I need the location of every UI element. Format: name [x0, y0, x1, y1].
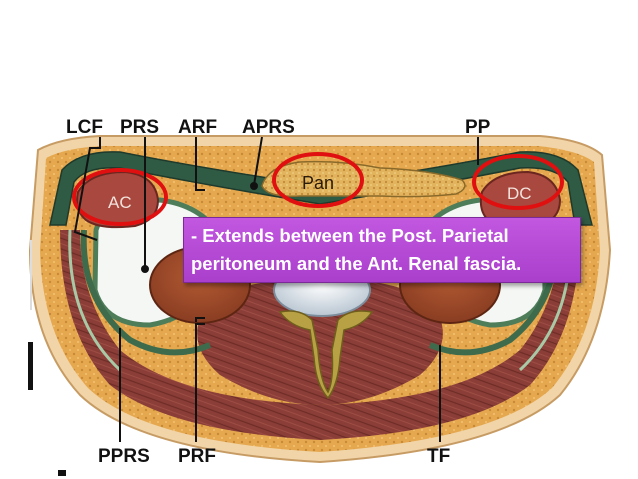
- inner-fascia-line: [68, 229, 122, 372]
- arf-leader: [195, 137, 205, 191]
- pancreas-label: Pan: [302, 173, 334, 193]
- label-prs: PRS: [120, 117, 159, 138]
- prf-leader: [195, 317, 205, 442]
- label-arf: ARF: [178, 117, 217, 138]
- back-muscle: [60, 230, 580, 440]
- left-edge-thin-line: [30, 240, 32, 310]
- spinous-process: [278, 310, 374, 400]
- label-pp: PP: [465, 117, 491, 138]
- descending-colon-highlight-ring: [472, 154, 564, 210]
- pancreas-highlight-ring: [272, 152, 364, 208]
- bottom-edge-mark: [58, 470, 66, 476]
- ascending-colon-highlight-ring: [72, 168, 168, 226]
- posterior-renal-fascia: [80, 229, 212, 356]
- descending-colon-label: DC: [507, 184, 532, 203]
- definition-callout: - Extends between the Post. Parietal per…: [183, 217, 581, 283]
- label-prf: PRF: [178, 446, 216, 467]
- left-edge-bracket: [28, 342, 33, 390]
- psoas-muscle: [197, 279, 443, 405]
- aprs-dot: [250, 182, 258, 190]
- callout-line-1: - Extends between the Post. Parietal: [191, 225, 509, 246]
- label-aprs: APRS: [242, 117, 295, 138]
- leader-lines: [73, 136, 479, 442]
- label-lcf: LCF: [66, 117, 103, 138]
- label-tf: TF: [427, 446, 450, 467]
- ascending-colon-label: AC: [108, 193, 132, 212]
- label-pprs: PPRS: [98, 446, 150, 467]
- callout-line-2: peritoneum and the Ant. Renal fascia.: [191, 253, 522, 274]
- lcf-leader: [73, 137, 101, 241]
- prs-dot: [141, 265, 149, 273]
- aprs-leader: [253, 136, 263, 186]
